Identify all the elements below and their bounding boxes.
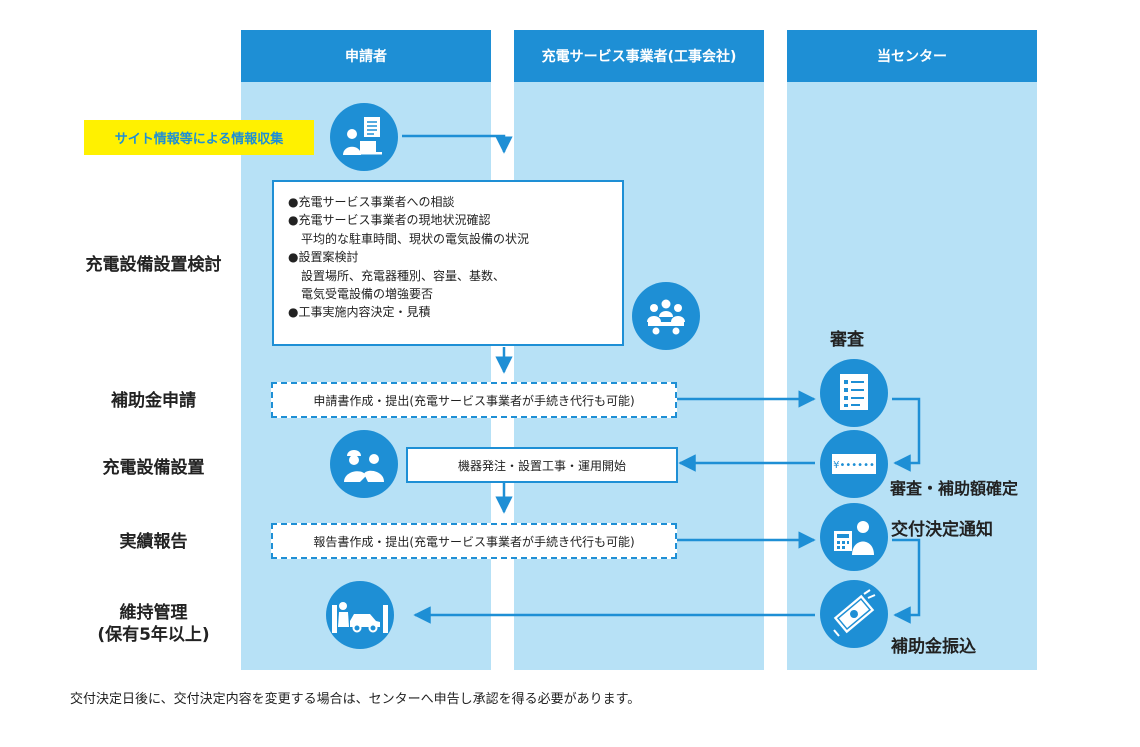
step-maintain-line1: 維持管理 xyxy=(119,603,188,623)
apply-box: 申請書作成・提出(充電サービス事業者が手続き代行も可能) xyxy=(271,382,677,418)
step-report: 実績報告 xyxy=(119,532,188,552)
step-study: 充電設備設置検討 xyxy=(85,255,222,275)
step-maintain: 維持管理 (保有5年以上) xyxy=(66,602,241,646)
confirm-label: 審査・補助額確定 xyxy=(890,479,1019,498)
lane-contractor-bg xyxy=(514,30,764,670)
lane-applicant-header: 申請者 xyxy=(241,30,491,82)
study-line: ●工事実施内容決定・見積 xyxy=(288,305,431,320)
info-collection-label: サイト情報等による情報収集 xyxy=(84,120,314,155)
footnote: 交付決定日後に、交付決定内容を変更する場合は、センターへ申告し承認を得る必要があ… xyxy=(70,692,641,707)
study-subline: 平均的な駐車時間、現状の電気設備の状況 xyxy=(301,231,530,246)
amount-placeholder: ¥•••••• xyxy=(833,460,875,471)
handshake-icon xyxy=(330,430,398,498)
checklist-icon xyxy=(820,359,888,427)
study-subline: 電気受電設備の増強要否 xyxy=(301,287,434,302)
lane-contractor-header: 充電サービス事業者(工事会社) xyxy=(514,30,764,82)
car-maintenance-icon xyxy=(326,581,394,649)
meeting-icon xyxy=(632,282,700,350)
person-computer-icon xyxy=(330,103,398,171)
arrow-info-to-study xyxy=(402,134,513,154)
study-box: ●充電サービス事業者への相談 ●充電サービス事業者の現地状況確認 平均的な駐車時… xyxy=(272,180,624,346)
study-line: ●充電サービス事業者への相談 xyxy=(288,195,455,209)
lane-center-bg xyxy=(787,30,1037,670)
calculator-person-icon xyxy=(820,503,888,571)
arrow-notice-to-payment xyxy=(892,538,921,624)
money-card-icon: ¥•••••• xyxy=(820,430,888,498)
notice-label: 交付決定通知 xyxy=(891,520,993,540)
study-line: ●設置案検討 xyxy=(288,250,359,265)
install-box: 機器発注・設置工事・運用開始 xyxy=(406,447,678,483)
study-subline: 設置場所、充電器種別、容量、基数、 xyxy=(301,268,506,283)
step-maintain-line2: (保有5年以上) xyxy=(97,625,210,645)
lane-center-header: 当センター xyxy=(787,30,1037,82)
arrow-review-to-confirm xyxy=(892,397,921,472)
step-install: 充電設備設置 xyxy=(102,458,205,478)
payment-label: 補助金振込 xyxy=(891,637,976,657)
study-line: ●充電サービス事業者の現地状況確認 xyxy=(288,213,491,228)
money-transfer-icon xyxy=(820,580,888,648)
report-box: 報告書作成・提出(充電サービス事業者が手続き代行も可能) xyxy=(271,523,677,559)
review-label: 審査 xyxy=(830,330,864,350)
step-apply: 補助金申請 xyxy=(111,391,196,411)
